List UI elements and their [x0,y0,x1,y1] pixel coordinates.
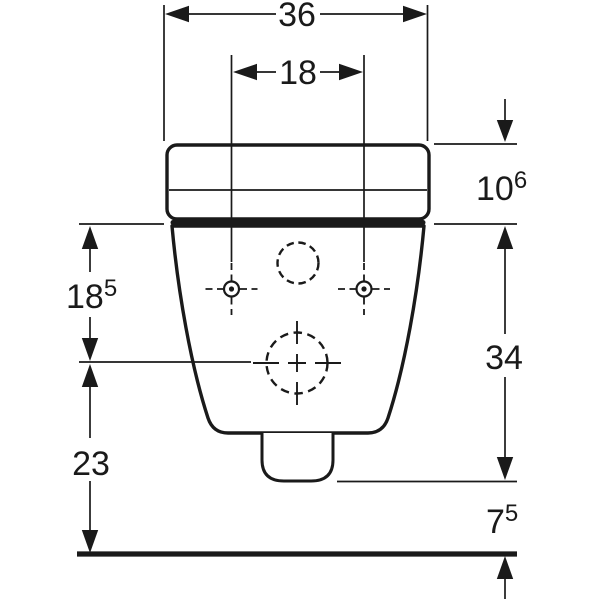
water-supply-circle [276,241,320,285]
arrow-185-down [81,338,99,361]
dim-label-outlet-to-floor: 75 [486,500,518,541]
dimension-outlet-to-floor: 75 [337,480,518,599]
arrow-185-up [81,226,99,249]
dimension-seat-height: 106 [434,99,527,249]
seat-lid [165,143,431,221]
outlet-spigot [260,433,335,483]
toilet-bowl [170,224,426,435]
arrow-seat-top-down [496,120,514,142]
arrow-18-right [339,63,363,81]
dim-label-seat-height: 106 [476,167,527,208]
dimension-rim-section: 185 [66,223,251,363]
dim-label-rim-section: 185 [66,275,117,316]
fixing-point-right [338,263,390,315]
arrow-floor-up-right [496,556,514,579]
dimension-underside-to-floor: 23 [72,364,110,553]
arrow-36-right [403,5,427,23]
dim-label-fixing-centres: 18 [279,54,317,92]
arrow-18-left [233,63,257,81]
flush-pipe-circle [253,321,341,405]
dim-label-overall-width: 36 [278,0,316,34]
arrow-23-down [81,530,99,553]
dim-label-body-height: 34 [485,339,523,377]
dimension-fixing-centres: 18 [230,54,365,262]
fixing-right-center-dot [361,286,367,292]
dimension-overall-width: 36 [163,0,429,141]
hidden-detail [205,241,390,405]
toilet-outline [165,143,431,483]
fixing-point-left [205,263,258,315]
arrow-34-down [496,457,514,480]
dimension-body-height: 34 [485,249,523,480]
dim-label-underside-to-floor: 23 [72,445,110,483]
fixing-left-center-dot [228,286,235,292]
arrow-rim-up [496,226,514,249]
arrow-36-left [165,5,189,23]
arrow-23-up [81,364,99,387]
